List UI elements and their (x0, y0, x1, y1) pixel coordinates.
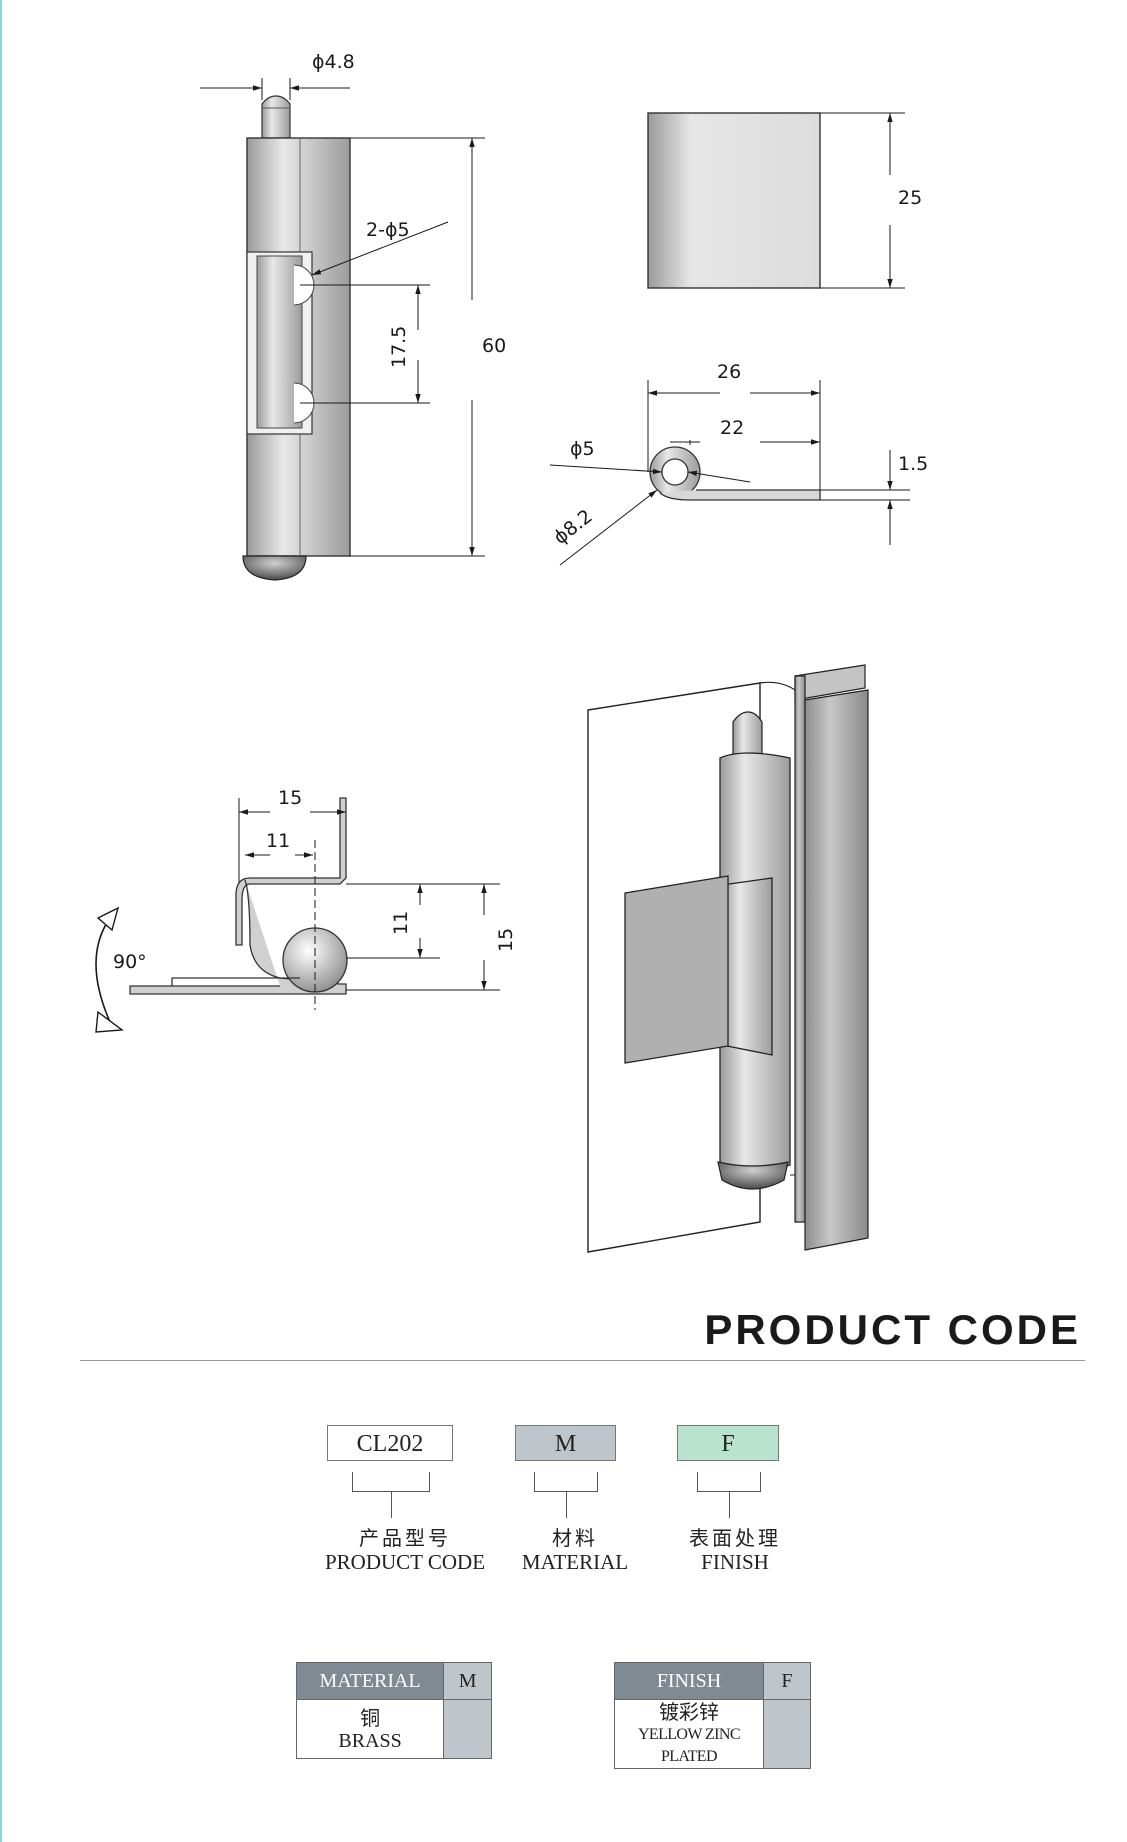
dim-rotation-angle: 90° (113, 951, 147, 973)
product-code-heading: PRODUCT CODE (704, 1306, 1081, 1353)
code-caption-cn: 产品型号 (359, 1526, 451, 1550)
code-caption: 产品型号 PRODUCT CODE (300, 1522, 510, 1575)
dim-leaf-length: 22 (720, 417, 744, 439)
finish-caption-en: FINISH (701, 1550, 769, 1574)
heading-divider (80, 1360, 1085, 1361)
dim-offset-outer: 15 (278, 787, 302, 809)
finish-table-header: FINISH (614, 1662, 764, 1700)
material-caption-en: MATERIAL (521, 1550, 629, 1574)
finish-table-blank (762, 1699, 812, 1769)
finish-table-value: 镀彩锌 YELLOW ZINC PLATED (614, 1699, 764, 1769)
material-bracket (534, 1472, 598, 1492)
finish-table: FINISH F 镀彩锌 YELLOW ZINC PLATED (614, 1662, 812, 1769)
dim-overall-width: 26 (717, 361, 741, 383)
finish-bracket (697, 1472, 761, 1492)
material-caption-cn: 材料 (552, 1526, 598, 1550)
material-table-key: M (443, 1662, 492, 1700)
top-view-dimensions (549, 380, 910, 566)
material-table-header: MATERIAL (295, 1662, 445, 1700)
code-caption-en: PRODUCT CODE (324, 1550, 486, 1574)
finish-value-cn: 镀彩锌 (658, 1700, 719, 1724)
dim-rise-inner: 11 (390, 911, 412, 935)
dim-inner-diameter: ϕ5 (570, 438, 595, 460)
product-code-box: CL202 (327, 1425, 453, 1461)
front-view (242, 95, 351, 581)
dim-rise-outer: 15 (495, 928, 517, 952)
dim-height: 60 (482, 335, 506, 357)
dim-holes: 2-ϕ5 (366, 219, 410, 241)
rotation-arrow-icon (95, 917, 111, 1023)
technical-drawings: ϕ4.8 2-ϕ5 17.5 60 25 26 22 1.5 ϕ5 ϕ8.2 (95, 51, 928, 1253)
code-bracket (352, 1472, 430, 1492)
side-view (647, 112, 821, 289)
material-code-box: M (515, 1425, 616, 1461)
material-bracket-stem (566, 1492, 567, 1518)
installation-dimensions (238, 798, 500, 1010)
dim-thickness: 1.5 (898, 453, 928, 475)
top-view-profile (649, 446, 821, 501)
material-table: MATERIAL M 铜 BRASS (295, 1662, 492, 1759)
code-bracket-stem (391, 1492, 392, 1518)
material-caption: 材料 MATERIAL (505, 1522, 645, 1575)
material-value-en: BRASS (338, 1730, 402, 1752)
front-view-dimensions (200, 78, 485, 557)
finish-bracket-stem (729, 1492, 730, 1518)
finish-value-en: YELLOW ZINC PLATED (637, 1726, 741, 1765)
material-value-cn: 铜 (360, 1706, 381, 1730)
rotation-arrow-head-bottom-icon (95, 1010, 124, 1033)
material-table-blank (443, 1699, 492, 1759)
dim-offset-inner: 11 (266, 830, 290, 852)
dim-pin-diameter: ϕ4.8 (312, 51, 355, 73)
dim-hole-pitch: 17.5 (388, 326, 410, 368)
isometric-view (587, 664, 869, 1253)
finish-caption-cn: 表面处理 (689, 1526, 781, 1550)
rotation-arrow-head-top-icon (96, 906, 120, 932)
dim-leaf-width: 25 (898, 187, 922, 209)
side-view-dimensions (820, 112, 905, 289)
material-table-value: 铜 BRASS (295, 1699, 445, 1759)
left-accent-rule (0, 0, 2, 1842)
finish-table-key: F (762, 1662, 812, 1700)
finish-caption: 表面处理 FINISH (665, 1522, 805, 1575)
finish-code-box: F (677, 1425, 779, 1461)
